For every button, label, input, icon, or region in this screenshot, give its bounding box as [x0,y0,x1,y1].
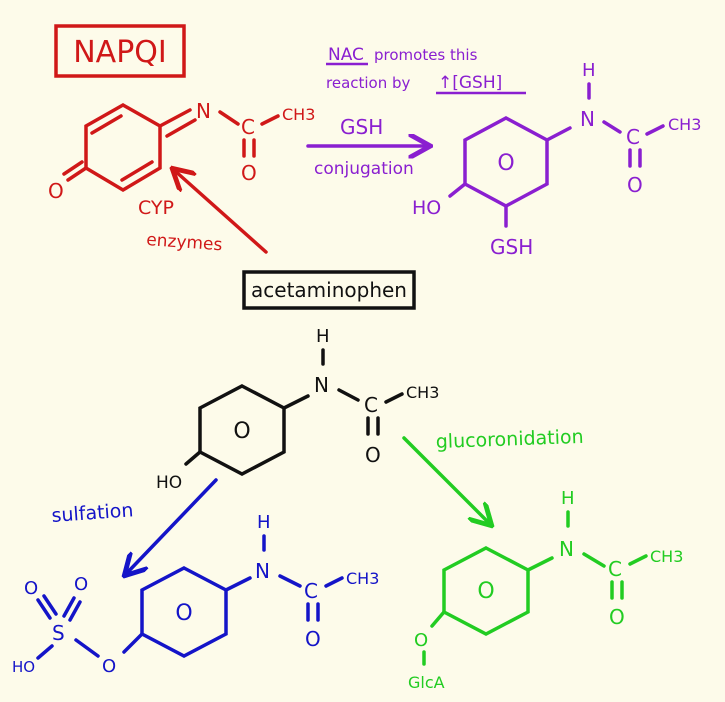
acetaminophen-structure: O H N C CH3 O HO [156,326,439,493]
glucuronidation-product-carbon: C [608,557,622,581]
sulfation-product-o-top-left: O [24,578,38,599]
acetaminophen-cch3-bond [384,392,404,404]
acetaminophen-nitrogen: N [314,373,329,397]
glucuronidation-product-nitrogen: N [559,537,574,561]
sulfation-product-so-right-a [62,596,76,618]
gsh-arrow-bottom-label: conjugation [314,159,414,179]
gsh-product-structure: O H N C CH3 O HO GSH [412,60,701,259]
nac-prefix: NAC [328,45,364,65]
gsh-product-carbon: C [626,125,640,149]
sulfation-product-so-left-b [42,594,58,616]
acetaminophen-ho: HO [156,473,182,493]
acetaminophen-methyl: CH3 [406,383,439,402]
gsh-product-ho: HO [412,197,441,219]
gsh-product-ho-bond [448,182,467,198]
sulfation-product-sulfur: S [52,621,65,645]
sulfation-product-carbon: C [304,579,318,603]
napqi-ring-oxygen: O [48,179,64,203]
gsh-product-oxygen: O [627,173,643,197]
glucuronidation-product-structure: O H N C CH3 O O GlcA [408,488,683,692]
glucuronidation-product-hydrogen: H [561,488,575,509]
nac-line2-a: reaction by [326,74,411,92]
gsh-product-ring-circle: O [497,151,514,176]
sulfation-product-s-oh-bond [36,644,54,660]
napqi-nc-bond [218,110,240,126]
napqi-cn-bond-a [158,108,192,128]
gsh-product-nitrogen: N [580,107,595,131]
sulfation-product-ho: HO [12,658,35,676]
sulfation-product-s-o-bond [74,638,100,658]
sulfation-product-methyl: CH3 [346,569,379,588]
napqi-title-box [54,24,186,78]
sulfation-product-ring-o-bond [122,632,144,654]
nac-rest: promotes this [374,46,478,64]
sulfation-product-nc-bond [278,574,302,588]
gsh-annotation: NAC promotes this reaction by ↑[GSH] GSH… [306,45,526,179]
cyp-label-line1: CYP [138,197,174,219]
napqi-carbon: C [241,115,255,139]
napqi-structure: NAPQI O N C CH3 O [48,24,315,203]
napqi-ring-co-bond-b [62,160,84,176]
sulfation-product-ring-circle: O [175,601,192,626]
napqi-cch3-bond [260,114,280,126]
sulfation-product-nitrogen: N [255,559,270,583]
nac-line2-b: ↑[GSH] [438,73,502,93]
napqi-cn-bond-b [165,118,197,138]
sulfation-product-link-oxygen: O [102,656,116,677]
cyp-arrow [174,170,268,254]
glucuronidation-arrow [402,436,490,524]
sulfation-product-so-left-a [36,598,52,620]
glucuronidation-product-oxygen: O [609,605,625,629]
acetaminophen-hydrogen: H [316,326,330,347]
sulfation-product-oxygen: O [305,627,321,651]
glucuronidation-product-ring-o-bond [430,610,446,628]
napqi-nitrogen: N [196,99,211,123]
acetaminophen-label-box [242,270,416,310]
acetaminophen-carbon: C [364,393,378,417]
gsh-product-gsh: GSH [490,235,533,259]
gsh-product-hydrogen: H [582,60,596,81]
napqi-title: NAPQI [73,35,167,70]
glucuronidation-product-glca: GlcA [408,673,445,692]
glucuronidation-product-ring-circle: O [477,579,494,604]
napqi-ring-co-bond-a [66,166,88,182]
cyp-label-line2: enzymes [146,230,223,255]
acetaminophen-nc-bond [337,388,360,402]
sulfation-product-ring-n-bond [224,576,252,592]
acetaminophen-label: acetaminophen [251,278,407,302]
acetaminophen-ring-circle: O [233,419,250,444]
gsh-product-cch3-bond [645,124,665,136]
napqi-ring [84,102,162,193]
glucuronidation-product-methyl: CH3 [650,547,683,566]
gsh-product-methyl: CH3 [668,115,701,134]
acetaminophen-ho-bond [184,450,202,466]
glucuronidation-label: glucoronidation [435,426,584,453]
napqi-ring-double-bond-bottom [120,160,154,182]
napqi-methyl: CH3 [282,105,315,124]
gsh-product-ring-n-bond [545,126,572,142]
sulfation-label: sulfation [51,499,134,527]
gsh-product-nc-bond [602,120,622,134]
glucuronidation-product-ring-n-bond [526,556,554,572]
sulfation-product-hydrogen: H [257,512,271,533]
napqi-ring-double-bond-top [90,114,123,135]
sulfation-product-cch3-bond [324,576,344,588]
sulfation-product-o-top-right: O [74,574,88,595]
glucuronidation-product-cch3-bond [628,554,648,566]
acetaminophen-oxygen: O [365,443,381,467]
sulfation-product-so-right-b [68,600,82,622]
sulfation-arrow [126,478,218,574]
glucuronidation-product-nc-bond [582,552,606,568]
sulfation-product-structure: O H N C CH3 O O S O O HO [12,512,379,677]
acetaminophen-ring-n-bond [282,394,310,410]
napqi-carbonyl-oxygen: O [241,161,257,185]
glucuronidation-product-link-oxygen: O [414,630,428,651]
gsh-arrow-top-label: GSH [340,115,383,139]
